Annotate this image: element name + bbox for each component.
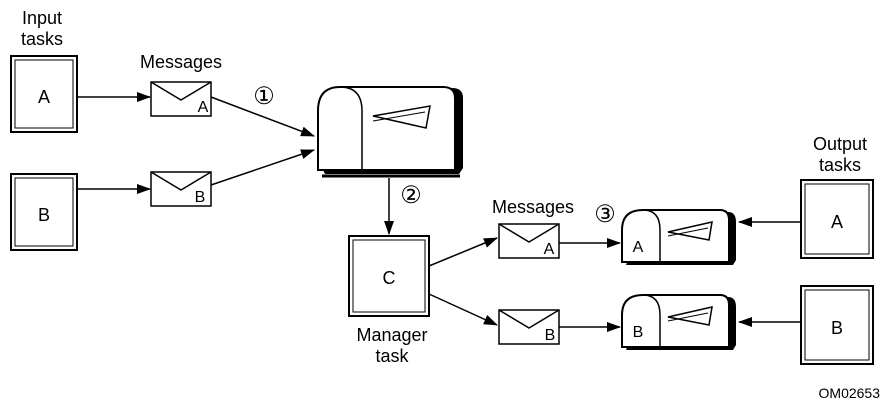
input-tasks-label: Input tasks xyxy=(21,8,63,49)
envelope-right-a: A xyxy=(498,223,560,259)
figure-id: OM02653 xyxy=(819,385,881,401)
step-1-marker: ① xyxy=(253,83,275,110)
output-tasks-label: Output tasks xyxy=(813,134,867,175)
output-tasks-label-line1: Output xyxy=(813,134,867,154)
envelope-top-b-label: B xyxy=(195,189,206,206)
envelope-right-a-label: A xyxy=(544,241,555,258)
envelope-top-b: B xyxy=(150,171,212,207)
manager-task-c-label: C xyxy=(383,268,396,288)
output-task-a: A xyxy=(800,179,874,259)
input-task-a-label: A xyxy=(38,87,50,107)
arrow-manager-to-envelope-a xyxy=(428,237,498,267)
arrow-envelope-a-to-mailbox xyxy=(210,96,315,137)
arrow-manager-to-envelope-b xyxy=(428,293,498,326)
envelope-right-b: B xyxy=(498,309,560,345)
mailbox-b-label: B xyxy=(633,324,644,341)
input-task-b-label: B xyxy=(38,205,50,225)
output-task-b-label: B xyxy=(831,318,843,338)
step-3-marker: ③ xyxy=(594,201,616,228)
input-task-a: A xyxy=(10,55,78,133)
manager-task-c: C xyxy=(348,235,430,317)
mailbox-icon: A xyxy=(621,209,736,265)
output-tasks-label-line2: tasks xyxy=(819,155,861,175)
arrow-envelope-b-to-mailbox xyxy=(210,149,315,186)
envelope-right-b-label: B xyxy=(545,327,556,344)
input-tasks-label-line2: tasks xyxy=(21,29,63,49)
output-task-b: B xyxy=(800,285,874,365)
messages-mid-label: Messages xyxy=(492,197,574,217)
envelope-top-a-label: A xyxy=(198,99,209,116)
mailbox-icon: B xyxy=(621,294,736,350)
envelope-top-a: A xyxy=(150,81,212,117)
manager-task-label-line1: Manager xyxy=(356,325,427,345)
manager-task-label-line2: task xyxy=(375,346,409,366)
mailbox-a-label: A xyxy=(633,239,644,256)
input-tasks-label-line1: Input xyxy=(22,8,62,28)
manager-task-label: Manager task xyxy=(356,325,427,366)
step-2-marker: ② xyxy=(400,182,422,209)
messages-top-label: Messages xyxy=(140,52,222,72)
input-task-b: B xyxy=(10,173,78,251)
output-task-a-label: A xyxy=(831,212,843,232)
mailbox-icon xyxy=(317,86,463,178)
